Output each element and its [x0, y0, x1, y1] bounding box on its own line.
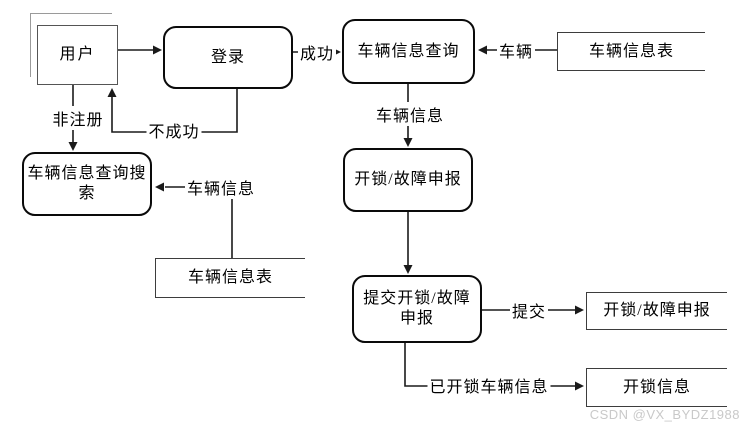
flow-label-vehicle: 车辆 — [496, 38, 536, 62]
flow-label-success: 成功 — [297, 40, 337, 64]
flow-label-vehicle-info-left: 车辆信息 — [184, 175, 258, 199]
node-vehicle-info-query-search: 车辆信息查询搜 索 — [22, 152, 152, 216]
flow-label-non-registered: 非注册 — [50, 106, 106, 130]
store-vehicle-info-table-mid-label: 车辆信息表 — [187, 269, 273, 286]
node-login-label: 登录 — [210, 48, 245, 66]
node-vehicle-info-query-search-label: 车辆信息查询搜 索 — [27, 165, 147, 202]
store-unlock-info: 开锁信息 — [586, 368, 727, 407]
store-vehicle-info-table-top: 车辆信息表 — [557, 32, 705, 71]
node-login: 登录 — [163, 26, 293, 89]
node-vehicle-info-query: 车辆信息查询 — [342, 19, 475, 84]
node-unlock-fault-report: 开锁/故障申报 — [343, 148, 473, 212]
node-submit-unlock-fault-report-label: 提交开锁/故障 申报 — [363, 290, 471, 327]
flow-label-unlocked-vehicle-info: 已开锁车辆信息 — [427, 373, 551, 397]
flow-unlock-to-submit — [403, 212, 413, 274]
node-submit-unlock-fault-report: 提交开锁/故障 申报 — [352, 275, 482, 343]
flow-label-submit: 提交 — [509, 298, 549, 322]
flow-label-failure: 不成功 — [146, 118, 202, 142]
csdn-watermark: CSDN @VX_BYDZ1988 — [589, 407, 740, 422]
flow-label-vehicle-info-top: 车辆信息 — [373, 102, 447, 126]
store-vehicle-info-table-top-label: 车辆信息表 — [588, 42, 674, 60]
flow-user-to-login — [118, 45, 162, 55]
node-user: 用户 — [37, 25, 118, 85]
node-user-label: 用户 — [59, 46, 96, 63]
node-vehicle-info-query-label: 车辆信息查询 — [357, 42, 460, 60]
store-unlock-info-label: 开锁信息 — [622, 378, 691, 396]
user-entity-shadow — [30, 13, 112, 77]
node-unlock-fault-report-label: 开锁/故障申报 — [354, 171, 462, 188]
store-vehicle-info-table-mid: 车辆信息表 — [155, 258, 305, 298]
store-unlock-fault-report: 开锁/故障申报 — [586, 292, 727, 330]
store-unlock-fault-report-label: 开锁/故障申报 — [603, 302, 711, 319]
